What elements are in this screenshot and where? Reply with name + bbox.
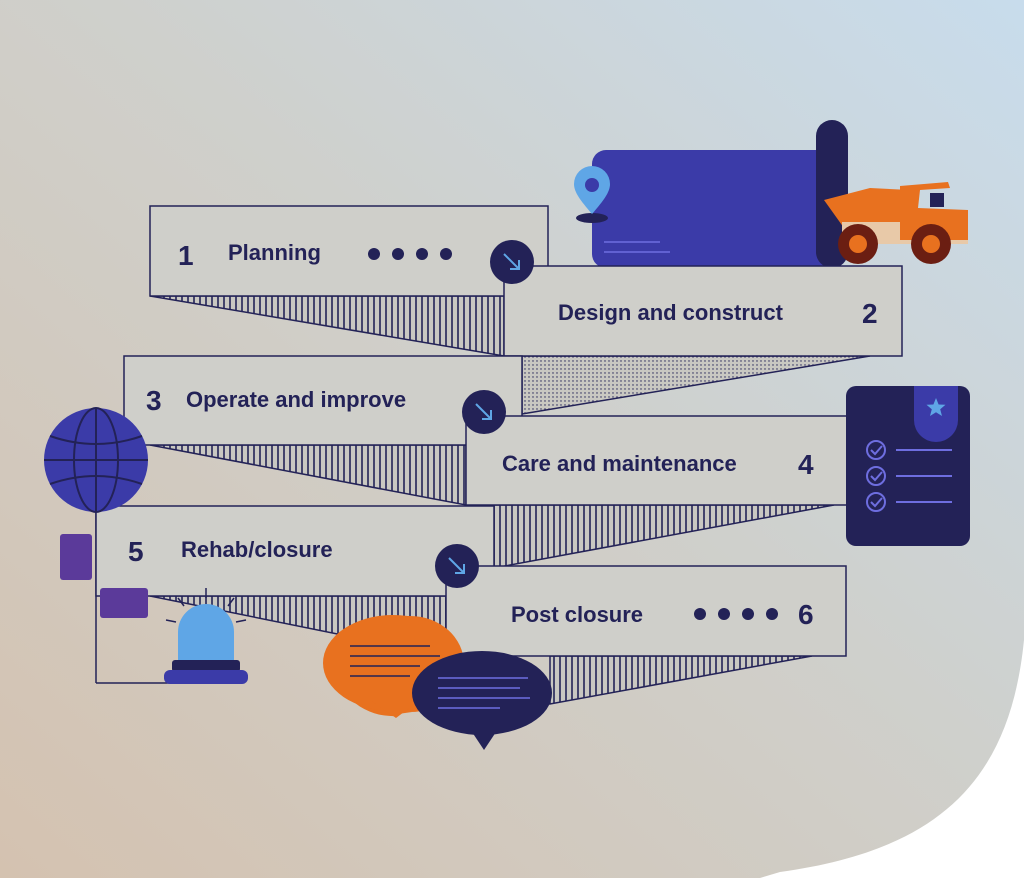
stage-label-3: Operate and improve <box>186 387 406 412</box>
blueprint-icon <box>592 120 848 268</box>
progress-dots <box>694 608 778 620</box>
dump-truck-icon <box>824 182 968 264</box>
stage-label-1: Planning <box>228 240 321 265</box>
arrow-down-right-icon <box>435 544 479 588</box>
stage-card-3: 3 Operate and improve <box>123 355 523 446</box>
stage-number-5: 5 <box>128 536 144 567</box>
stage-number-2: 2 <box>862 298 878 329</box>
accent-block <box>100 588 148 618</box>
star-icon <box>926 398 946 416</box>
arrow-down-right-icon <box>462 390 506 434</box>
stage-label-6: Post closure <box>511 602 643 627</box>
stage-number-1: 1 <box>178 240 194 271</box>
stage-card-1: 1 Planning <box>149 205 549 297</box>
stage-card-6: Post closure 6 <box>445 565 847 657</box>
stage-label-2: Design and construct <box>558 300 784 325</box>
chat-bubble-icon <box>412 651 552 750</box>
stage-number-4: 4 <box>798 449 814 480</box>
stage-card-4: Care and maintenance 4 <box>465 415 865 506</box>
arrow-down-right-icon <box>490 240 534 284</box>
stage-label-4: Care and maintenance <box>502 451 737 476</box>
progress-dots <box>368 248 452 260</box>
globe-icon <box>44 407 148 513</box>
stage-number-3: 3 <box>146 385 162 416</box>
stage-card-5: 5 Rehab/closure <box>95 505 495 597</box>
alarm-beacon-icon <box>164 588 248 684</box>
location-pin-icon <box>574 166 610 223</box>
stage-label-5: Rehab/closure <box>181 537 333 562</box>
stage-number-6: 6 <box>798 599 814 630</box>
stage-card-2: Design and construct 2 <box>503 265 903 357</box>
checklist-icon <box>846 386 970 546</box>
accent-block <box>60 534 92 580</box>
